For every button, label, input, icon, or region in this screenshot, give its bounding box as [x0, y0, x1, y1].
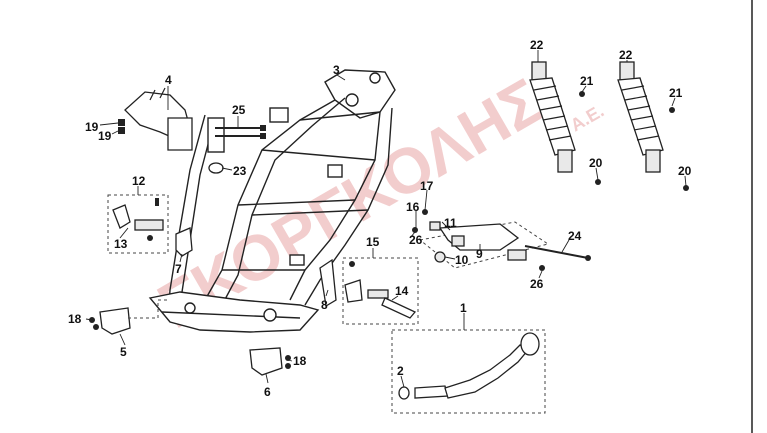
part-23-washer [208, 162, 224, 174]
bolts-19 [118, 119, 125, 134]
callout-21-left: 21 [580, 74, 594, 88]
callout-20-right: 20 [678, 164, 692, 178]
part-24-axle [524, 245, 591, 261]
callout-8: 8 [321, 298, 328, 312]
callout-22-right: 22 [619, 48, 633, 62]
callouts: 4 3 19 19 25 23 12 13 7 8 15 14 17 16 11… [68, 38, 692, 399]
callout-4: 4 [165, 73, 172, 87]
callout-7: 7 [175, 262, 182, 276]
leader-lines [85, 50, 687, 388]
callout-10: 10 [455, 253, 469, 267]
callout-19-upper: 19 [85, 120, 99, 134]
callout-25: 25 [232, 103, 246, 117]
callout-5: 5 [120, 345, 127, 359]
callout-2: 2 [397, 364, 404, 378]
callout-6: 6 [264, 385, 271, 399]
callout-24: 24 [568, 229, 582, 243]
callout-26-right: 26 [530, 277, 544, 291]
callout-12: 12 [132, 174, 146, 188]
part-7-bracket [175, 227, 193, 257]
callout-13: 13 [114, 237, 128, 251]
callout-1: 1 [460, 301, 467, 315]
rear-shock-right [617, 61, 689, 191]
callout-14: 14 [395, 284, 409, 298]
callout-9: 9 [476, 247, 483, 261]
box-part-15 [342, 257, 419, 325]
box-part-1-intake [391, 329, 546, 414]
callout-23: 23 [233, 164, 247, 178]
callout-19-lower: 19 [98, 129, 112, 143]
callout-11: 11 [444, 216, 457, 230]
callout-26-left: 26 [409, 233, 423, 247]
callout-15: 15 [366, 235, 380, 249]
box-part-9-stand [412, 209, 550, 271]
callout-22-left: 22 [530, 38, 544, 52]
callout-18-right: 18 [293, 354, 307, 368]
part-4-bracket [124, 87, 193, 151]
part-5-bracket [89, 299, 170, 335]
rear-shock-left [529, 61, 601, 185]
callout-17: 17 [420, 179, 434, 193]
part-8-bracket [319, 258, 337, 308]
callout-16: 16 [406, 200, 420, 214]
watermark-suffix: Α.Ε. [567, 101, 607, 136]
callout-18-left: 18 [68, 312, 82, 326]
part-25-bolts [215, 125, 266, 139]
callout-21-right: 21 [669, 86, 683, 100]
callout-3: 3 [333, 63, 340, 77]
part-6-bracket [249, 347, 291, 376]
box-part-12 [107, 194, 169, 254]
callout-20-left: 20 [589, 156, 603, 170]
